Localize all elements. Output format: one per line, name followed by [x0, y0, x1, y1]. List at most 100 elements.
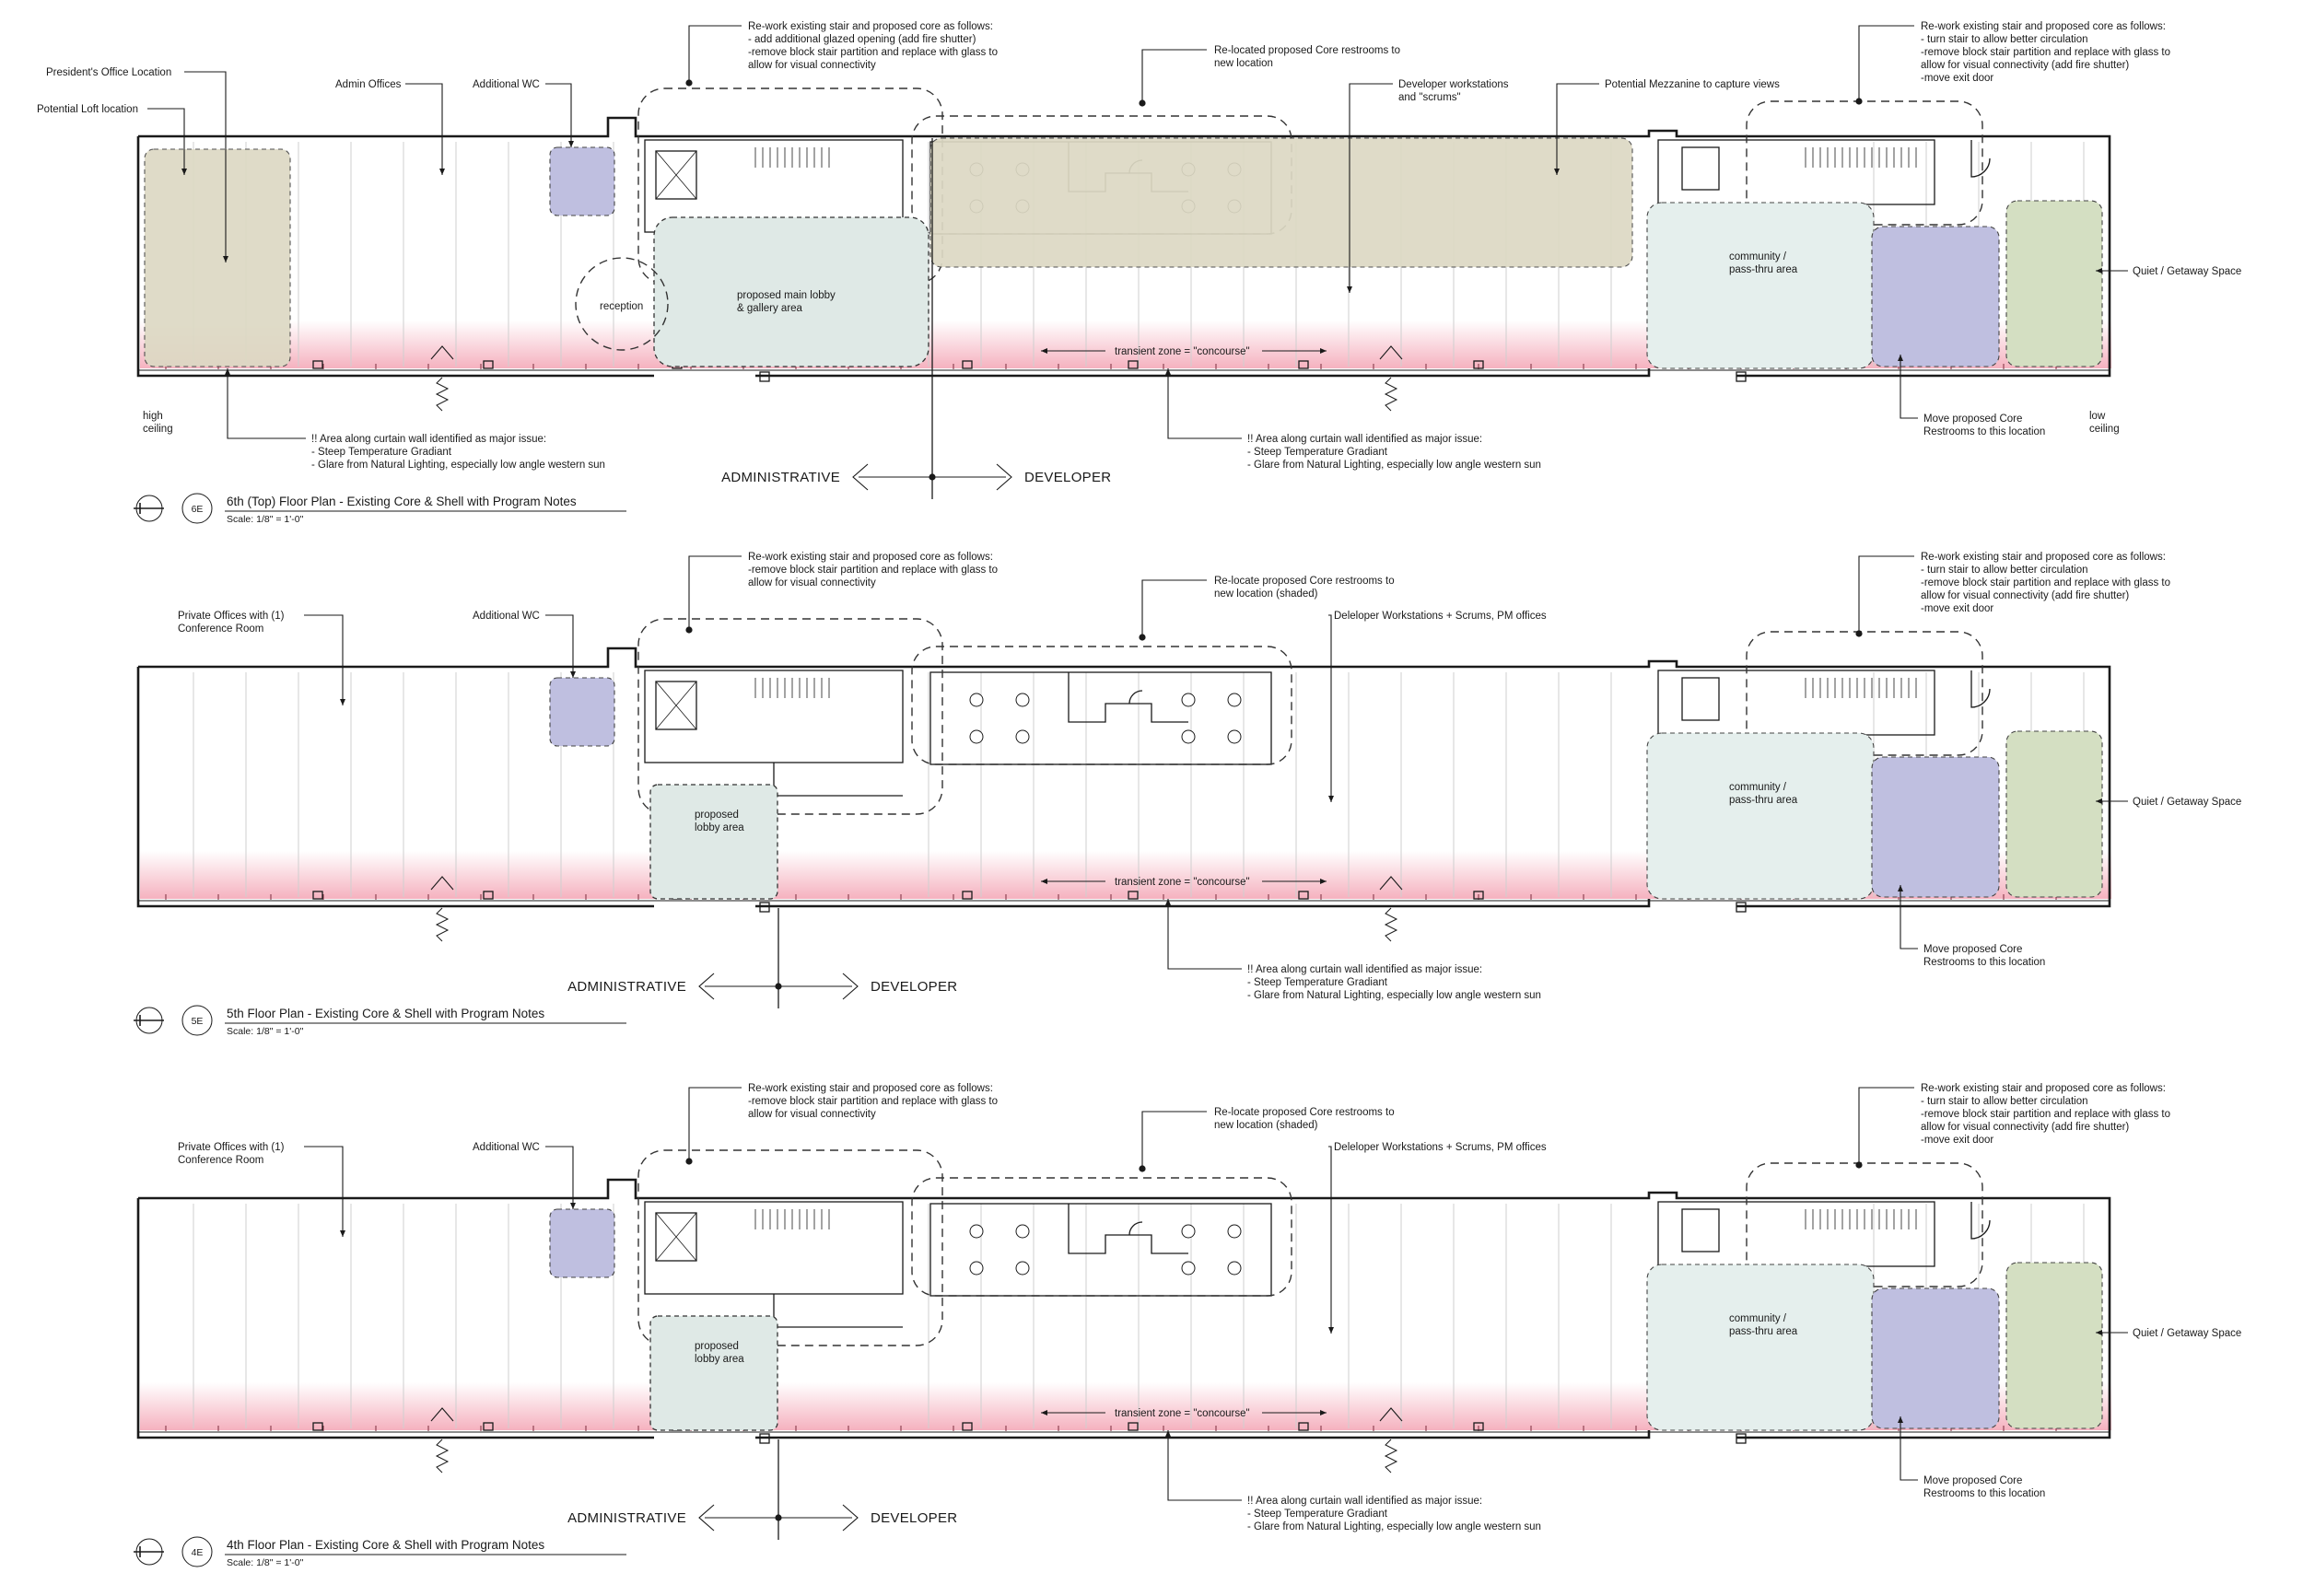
- transient-zone-note: transient zone = "concourse": [1115, 877, 1250, 888]
- transient-zone-note: transient zone = "concourse": [1115, 346, 1250, 357]
- leader-curtain-right: [1165, 899, 1242, 970]
- toilet-icon: [1015, 693, 1030, 707]
- leader-core-restrooms: [1141, 579, 1207, 637]
- axis-arrow-right: [842, 1504, 859, 1532]
- exterior-wall-south: [755, 899, 1651, 908]
- leader-wc: [545, 83, 574, 147]
- toilet-icon: [1227, 729, 1242, 744]
- toilet-icon: [1227, 1261, 1242, 1276]
- study-cloud-restrooms: [911, 646, 1292, 765]
- column: [759, 371, 770, 382]
- lobby-note-line: lobby area: [695, 1354, 744, 1365]
- north-arrow-icon: [134, 503, 164, 514]
- section-arrow: [430, 345, 454, 360]
- section-arrow: [430, 876, 454, 891]
- developer-label: DEVELOPER: [871, 979, 957, 995]
- toilet-icon: [969, 1224, 984, 1239]
- stair-left-note-line: - add additional glazed opening (add fir…: [748, 34, 976, 45]
- elevator: [1681, 146, 1720, 191]
- column: [962, 360, 973, 369]
- toilet-icon: [1181, 693, 1196, 707]
- right-core: [1657, 139, 1935, 205]
- zone-core-restrooms-new: [1871, 226, 2000, 367]
- leader-dot: [685, 79, 693, 87]
- core-restrooms-note-line: new location (shaded): [1214, 1120, 1318, 1131]
- column: [1298, 1422, 1309, 1431]
- stair-right-note-line: - turn stair to allow better circulation: [1921, 1096, 2088, 1107]
- leader-presidents-office: [184, 71, 228, 262]
- floor-plan-4E: Private Offices with (1)Conference RoomA…: [134, 1083, 2241, 1568]
- leader-curtain-left: [225, 368, 306, 439]
- column: [1298, 891, 1309, 900]
- break-line: [435, 1439, 450, 1474]
- plan-scale: Scale: 1/8" = 1'-0": [227, 1026, 304, 1037]
- column: [1736, 1433, 1747, 1444]
- break-line: [1384, 1439, 1398, 1474]
- developer-label: DEVELOPER: [1024, 470, 1111, 485]
- leader-dot: [1139, 634, 1146, 641]
- quiet-note: Quiet / Getaway Space: [2133, 1328, 2241, 1339]
- column: [312, 891, 323, 900]
- leader-curtain-right: [1165, 1430, 1242, 1501]
- community-note-line: pass-thru area: [1729, 1326, 1798, 1337]
- axis-arrow-left: [852, 463, 869, 491]
- leader-stair-left: [688, 25, 742, 83]
- study-cloud-left-core: [637, 618, 943, 815]
- stair-right-note-line: -move exit door: [1921, 1135, 1993, 1146]
- section-arrow: [1379, 1407, 1403, 1422]
- stair-right-note-line: - turn stair to allow better circulation: [1921, 34, 2088, 45]
- lobby-note-line: proposed: [695, 1341, 739, 1352]
- axis-arrow-left: [698, 973, 715, 1000]
- north-arrow-icon: [134, 1546, 164, 1557]
- section-arrow: [1379, 876, 1403, 891]
- exit-door: [1970, 670, 1991, 708]
- section-arrow: [1379, 345, 1403, 360]
- administrative-label: ADMINISTRATIVE: [567, 979, 686, 995]
- exterior-wall-south: [755, 1430, 1651, 1439]
- zone-presidents-office: [144, 148, 291, 367]
- administrative-label: ADMINISTRATIVE: [567, 1510, 686, 1526]
- toilet-icon: [1015, 729, 1030, 744]
- stair-right-note-line: - turn stair to allow better circulation: [1921, 565, 2088, 576]
- stair-right-note-line: allow for visual connectivity (add fire …: [1921, 1122, 2129, 1133]
- admin-note: Admin Offices: [335, 79, 402, 90]
- study-cloud-left-core: [637, 1149, 943, 1346]
- break-line: [435, 377, 450, 412]
- leader-developer: [1328, 614, 1334, 802]
- zone-additional-wc: [549, 146, 615, 216]
- transient-zone-note: transient zone = "concourse": [1115, 1408, 1250, 1419]
- stair-right-note-line: allow for visual connectivity (add fire …: [1921, 590, 2129, 601]
- leader-move-core: [1898, 885, 1918, 949]
- curtain-left-note-line: !! Area along curtain wall identified as…: [311, 434, 546, 445]
- private-offices-note-line: Conference Room: [178, 1155, 263, 1166]
- stair-left-note-line: Re-work existing stair and proposed core…: [748, 21, 993, 32]
- curtain-right-note-line: - Steep Temperature Gradiant: [1247, 977, 1388, 988]
- leader-loft: [147, 108, 187, 175]
- zone-mezzanine: [929, 137, 1633, 268]
- leader-move-core: [1898, 355, 1918, 419]
- leader-core-restrooms: [1141, 49, 1207, 103]
- leader-developer: [1328, 1146, 1334, 1334]
- administrative-label: ADMINISTRATIVE: [721, 470, 840, 485]
- leader-move-core: [1898, 1416, 1918, 1481]
- plan-title: 4th Floor Plan - Existing Core & Shell w…: [227, 1538, 544, 1552]
- presidents-office-note: President's Office Location: [46, 67, 171, 78]
- community-note-line: community /: [1729, 782, 1787, 793]
- column: [759, 1433, 770, 1444]
- elevator: [655, 150, 697, 200]
- stair-left-note-line: -remove block stair partition and replac…: [748, 47, 998, 58]
- core-partition: [773, 1294, 903, 1328]
- community-note-line: pass-thru area: [1729, 264, 1798, 275]
- developer-note: Deleloper Workstations + Scrums, PM offi…: [1334, 611, 1547, 622]
- zone-core-restrooms-new: [1871, 1287, 2000, 1429]
- toilet-icon: [1181, 729, 1196, 744]
- wc-note: Additional WC: [473, 611, 540, 622]
- break-line: [1384, 377, 1398, 412]
- private-offices-note-line: Private Offices with (1): [178, 611, 285, 622]
- axis-arrow-left: [698, 1504, 715, 1532]
- axis-arrow-right: [996, 463, 1012, 491]
- elevator: [1681, 1208, 1720, 1252]
- toilet-icon: [969, 729, 984, 744]
